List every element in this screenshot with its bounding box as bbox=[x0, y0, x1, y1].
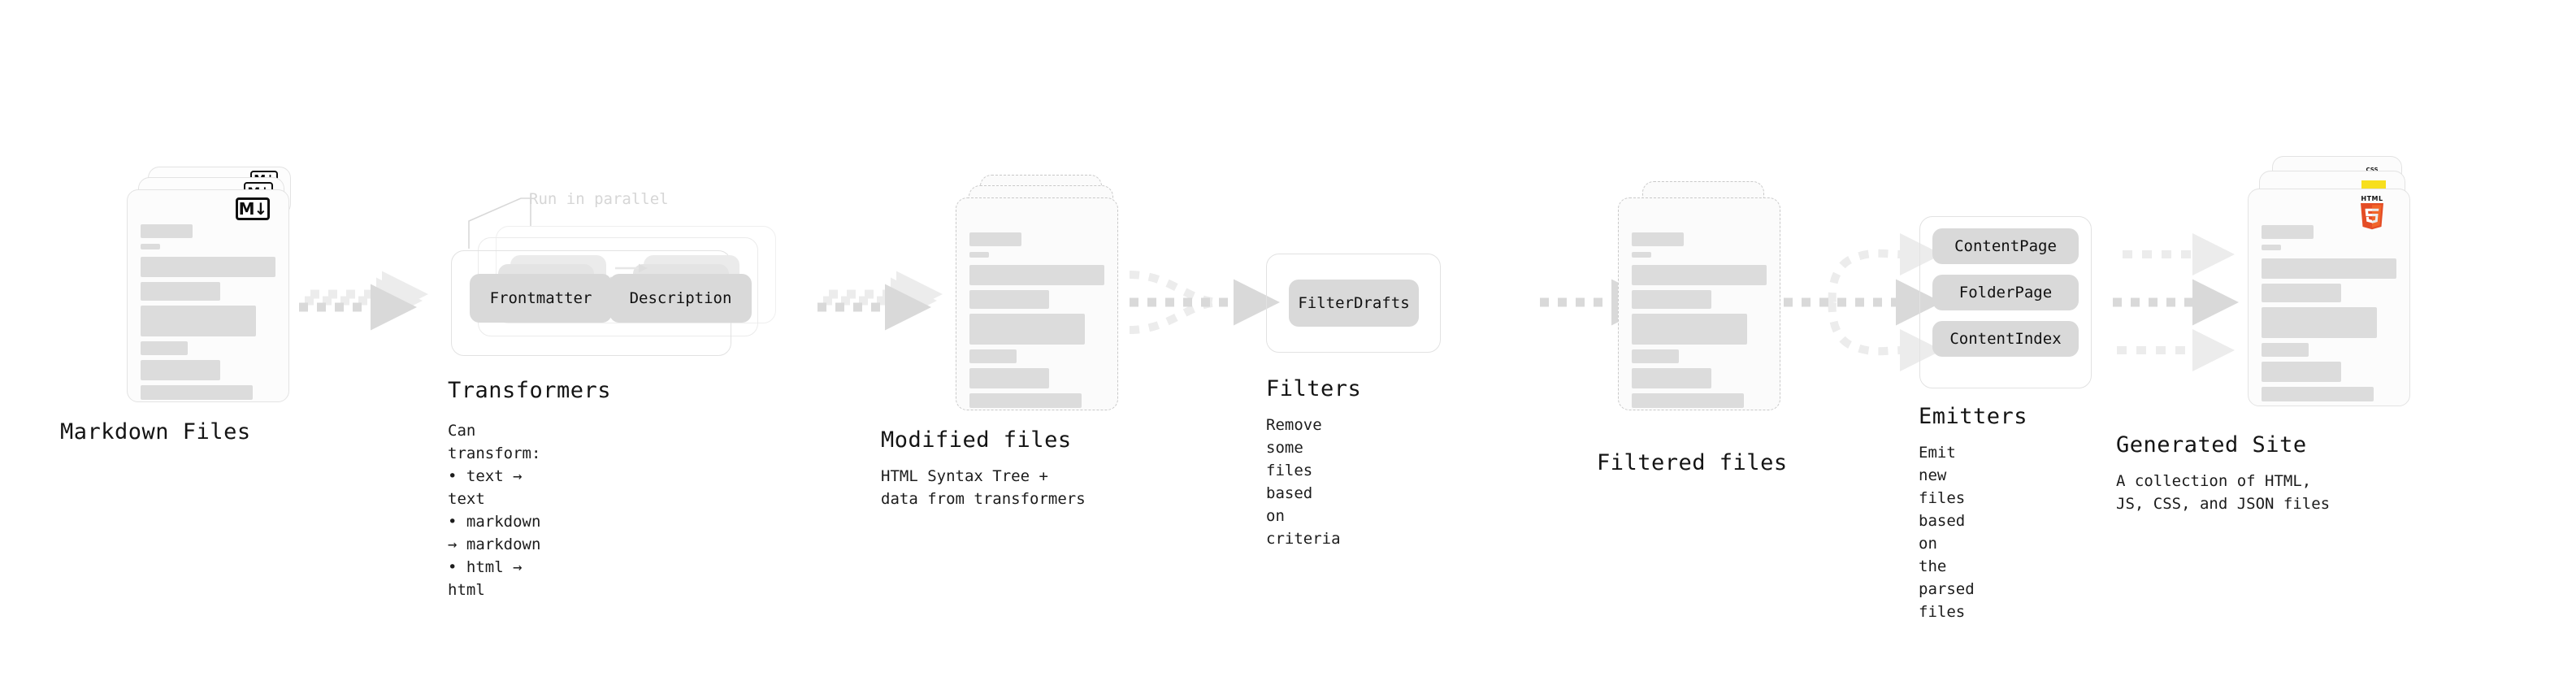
stage-generated-site: CSS HTML bbox=[2116, 156, 2438, 513]
stage-desc-transformers: Can transform: • text → text • markdown … bbox=[448, 422, 541, 599]
skeleton-bar bbox=[141, 224, 193, 238]
stage-label-transformers: Transformers bbox=[448, 378, 612, 403]
skeleton-bar bbox=[141, 282, 220, 301]
stage-markdown-files: M↓ M↓ M↓ Markdown Files bbox=[60, 167, 301, 445]
arrow-filtered-to-emitters bbox=[1784, 232, 1942, 372]
skeleton-bar bbox=[969, 265, 1104, 285]
skeleton-bar bbox=[969, 368, 1049, 388]
skeleton-bar bbox=[141, 244, 160, 249]
skeleton-bar bbox=[969, 290, 1049, 309]
skeleton-bar bbox=[969, 393, 1082, 408]
markdown-file-stack: M↓ M↓ M↓ bbox=[122, 167, 301, 410]
arrow-transformers-to-modified bbox=[817, 271, 943, 331]
filtered-file-stack bbox=[1613, 175, 1792, 419]
run-in-parallel-label: Run in parallel bbox=[529, 190, 669, 208]
skeleton-bar bbox=[141, 341, 188, 355]
skeleton-bar bbox=[141, 306, 256, 336]
transformer-chip-frontmatter[interactable]: Frontmatter bbox=[470, 274, 612, 323]
emitter-chip-contentpage[interactable]: ContentPage bbox=[1932, 228, 2079, 264]
stage-desc-emitters: Emit new files based on the parsed files bbox=[1919, 444, 1975, 621]
generated-site-stack: CSS HTML bbox=[2243, 156, 2438, 408]
skeleton-bar bbox=[1632, 349, 1679, 363]
html5-shield-icon bbox=[2361, 203, 2383, 230]
skeleton-bar bbox=[2262, 245, 2281, 250]
site-file-card-front bbox=[2248, 189, 2410, 406]
markdown-icon: M↓ bbox=[236, 197, 270, 220]
stage-label-filters: Filters bbox=[1266, 376, 1362, 401]
stage-label-filtered-files: Filtered files bbox=[1597, 450, 1788, 475]
skeleton-bar bbox=[141, 360, 220, 380]
skeleton-bar bbox=[1632, 265, 1767, 285]
skeleton-bar bbox=[969, 314, 1085, 345]
skeleton-bar bbox=[1632, 393, 1744, 408]
stage-label-markdown-files: Markdown Files bbox=[60, 419, 251, 445]
arrow-emitters-to-site bbox=[2113, 233, 2239, 371]
skeleton-bar bbox=[1632, 290, 1711, 309]
arrow-modified-to-filters bbox=[1129, 271, 1280, 334]
modified-file-card-front bbox=[956, 197, 1118, 410]
transformer-chip-description[interactable]: Description bbox=[609, 274, 752, 323]
skeleton-bar bbox=[1632, 314, 1747, 345]
skeleton-bar bbox=[141, 257, 275, 277]
stage-modified-files: Modified files HTML Syntax Tree + data f… bbox=[881, 175, 1130, 508]
skeleton-bar bbox=[2262, 362, 2341, 382]
html5-icon-label: HTML bbox=[2361, 195, 2383, 202]
skeleton-bar bbox=[2262, 307, 2377, 338]
emitter-chip-folderpage[interactable]: FolderPage bbox=[1932, 275, 2079, 310]
skeleton-bar bbox=[2262, 225, 2314, 239]
skeleton-bar bbox=[2262, 258, 2396, 279]
skeleton-bar bbox=[1632, 368, 1711, 388]
skeleton-bar bbox=[2262, 284, 2341, 302]
arrow-markdown-to-transformers bbox=[299, 271, 428, 331]
skeleton-bar bbox=[141, 385, 253, 400]
html5-icon: HTML bbox=[2356, 195, 2388, 231]
stage-filtered-files: Filtered files bbox=[1597, 175, 1792, 475]
skeleton-bar bbox=[969, 232, 1021, 246]
emitter-chip-contentindex[interactable]: ContentIndex bbox=[1932, 321, 2079, 357]
filter-chip-filterdrafts[interactable]: FilterDrafts bbox=[1289, 280, 1419, 327]
skeleton-bar bbox=[1632, 252, 1651, 258]
run-in-parallel-bracket bbox=[468, 197, 531, 249]
stage-desc-modified-files: HTML Syntax Tree + data from transformer… bbox=[881, 467, 1086, 508]
skeleton-bar bbox=[2262, 343, 2309, 357]
stage-label-emitters: Emitters bbox=[1919, 404, 2028, 429]
stage-desc-filters: Remove some files based on criteria bbox=[1266, 416, 1341, 548]
filters-group-box bbox=[1266, 254, 1441, 353]
skeleton-bar bbox=[2262, 387, 2374, 401]
stage-desc-generated-site: A collection of HTML, JS, CSS, and JSON … bbox=[2116, 472, 2331, 513]
emitters-group-box bbox=[1919, 216, 2092, 388]
skeleton-bar bbox=[969, 349, 1017, 363]
markdown-file-card-front bbox=[127, 189, 289, 402]
skeleton-bar bbox=[1632, 232, 1684, 246]
filtered-file-card-front bbox=[1618, 197, 1780, 410]
stage-label-modified-files: Modified files bbox=[881, 427, 1072, 453]
stage-label-generated-site: Generated Site bbox=[2116, 432, 2307, 458]
skeleton-bar bbox=[969, 252, 989, 258]
modified-file-stack bbox=[951, 175, 1130, 419]
css3-icon-label: CSS bbox=[2366, 167, 2379, 173]
